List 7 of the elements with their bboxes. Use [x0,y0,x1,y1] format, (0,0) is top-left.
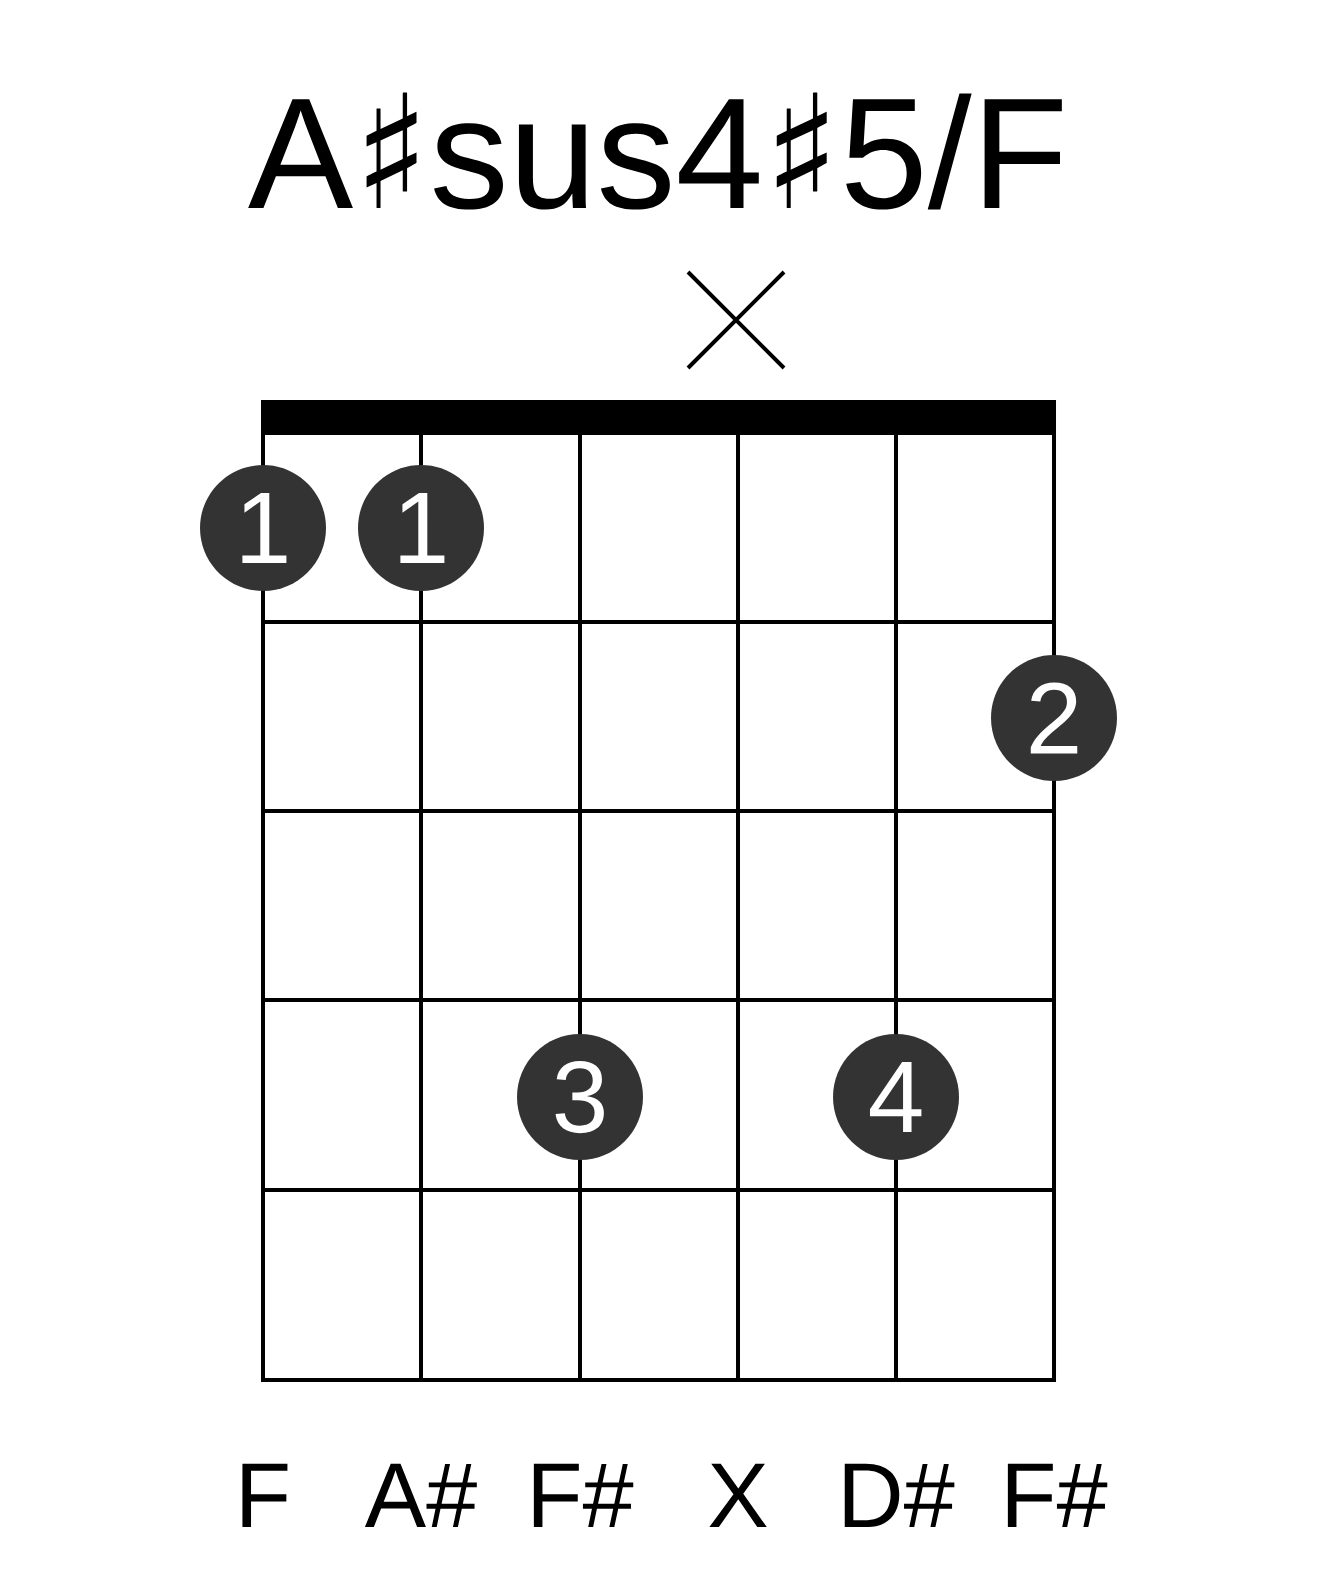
string-label: F# [533,1463,634,1527]
string-label: X [709,1463,767,1527]
title: A♯sus4♯5/F [248,92,1062,210]
string-label: D# [844,1463,955,1527]
string-label: F# [1007,1463,1108,1527]
string-label: F [242,1463,288,1527]
string-label: A# [364,1463,477,1527]
